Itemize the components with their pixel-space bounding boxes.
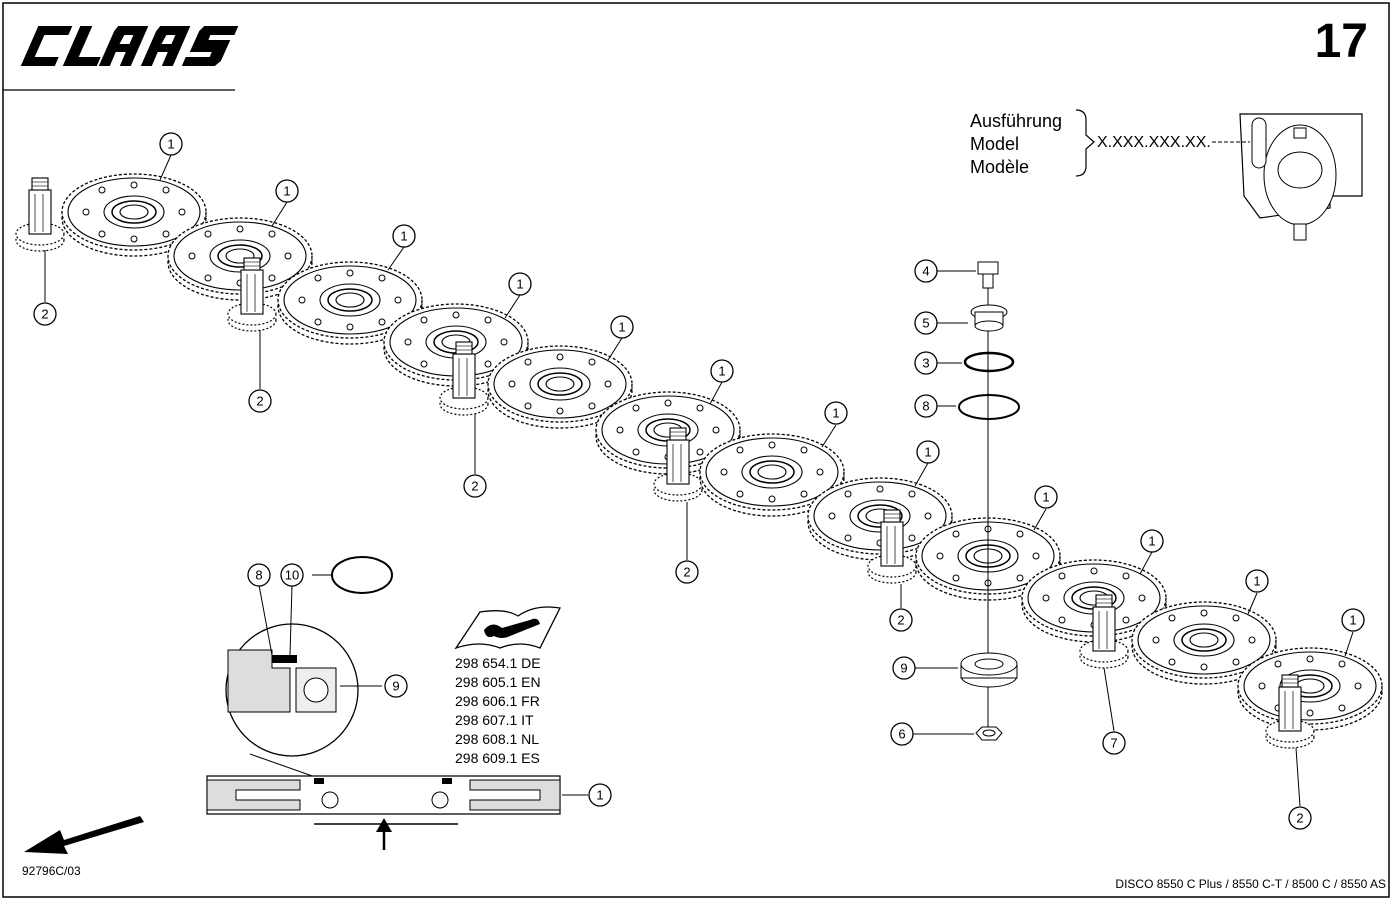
o-ring [958, 394, 1020, 420]
svg-text:1: 1 [283, 184, 290, 199]
svg-text:1: 1 [400, 229, 407, 244]
manual-ref-en: 298 605.1 EN [455, 674, 541, 690]
callout-1: 1 [1341, 608, 1365, 632]
callout-2: 2 [1288, 806, 1312, 830]
callout-1: 1 [275, 179, 299, 203]
callout-3: 3 [914, 351, 938, 375]
svg-text:1: 1 [1253, 574, 1260, 589]
washer [963, 351, 1015, 373]
svg-text:1: 1 [1349, 613, 1356, 628]
svg-text:9: 9 [900, 661, 907, 676]
callout-8: 8 [247, 563, 271, 587]
callout-2: 2 [463, 474, 487, 498]
claas-logo [20, 18, 240, 74]
cutter-plate-icon [1239, 113, 1363, 241]
svg-text:1: 1 [924, 445, 931, 460]
callout-2: 2 [248, 389, 272, 413]
ball-bearing [960, 652, 1018, 688]
svg-text:2: 2 [897, 613, 904, 628]
direction-arrow-icon [24, 816, 144, 854]
footer-model: DISCO 8550 C Plus / 8550 C-T / 8500 C / … [1115, 877, 1386, 891]
section-detail [206, 623, 588, 850]
svg-text:2: 2 [256, 394, 263, 409]
svg-text:2: 2 [1296, 811, 1303, 826]
svg-text:4: 4 [922, 264, 929, 279]
svg-text:1: 1 [596, 788, 603, 803]
callout-1: 1 [710, 359, 734, 383]
label-modele: Modèle [970, 157, 1030, 177]
callout-2: 2 [33, 302, 57, 326]
svg-text:1: 1 [516, 277, 523, 292]
svg-text:5: 5 [922, 316, 929, 331]
callout-9: 9 [892, 656, 916, 680]
svg-text:7: 7 [1110, 736, 1117, 751]
wrench-manual-icon [454, 606, 561, 650]
manual-ref-nl: 298 608.1 NL [455, 731, 540, 747]
callout-2: 2 [675, 560, 699, 584]
model-code: X.XXX.XXX.XX. [1097, 134, 1211, 151]
callout-6: 6 [890, 722, 914, 746]
callout-1: 1 [824, 401, 848, 425]
manual-ref-es: 298 609.1 ES [455, 750, 540, 766]
callout-7: 7 [1102, 731, 1126, 755]
callout-1: 1 [916, 440, 940, 464]
manual-ref-de: 298 654.1 DE [455, 655, 541, 671]
svg-text:8: 8 [255, 568, 262, 583]
callout-1: 1 [508, 272, 532, 296]
svg-text:1: 1 [1042, 490, 1049, 505]
callout-1: 1 [392, 224, 416, 248]
callout-1: 1 [1245, 569, 1269, 593]
pinion-shaft [15, 177, 65, 252]
svg-text:3: 3 [922, 356, 929, 371]
bevel-gear [1237, 647, 1383, 731]
callout-8: 8 [914, 394, 938, 418]
svg-text:2: 2 [683, 565, 690, 580]
svg-text:1: 1 [1148, 534, 1155, 549]
callout-4: 4 [914, 259, 938, 283]
callout-9: 9 [384, 674, 408, 698]
callout-1: 1 [159, 132, 183, 156]
svg-text:6: 6 [898, 727, 905, 742]
callout-10: 10 [280, 563, 304, 587]
manual-ref-fr: 298 606.1 FR [455, 693, 540, 709]
retaining-ring [312, 556, 393, 594]
callout-1: 1 [1140, 529, 1164, 553]
svg-text:1: 1 [167, 137, 174, 152]
label-ausfuhrung: Ausführung [970, 111, 1063, 131]
callout-1: 1 [610, 315, 634, 339]
callout-2: 2 [889, 608, 913, 632]
manual-ref-it: 298 607.1 IT [455, 712, 534, 728]
page-number: 17 [1314, 15, 1368, 68]
svg-text:1: 1 [832, 406, 839, 421]
label-model: Model [970, 134, 1020, 154]
svg-text:1: 1 [618, 320, 625, 335]
cap [970, 304, 1008, 332]
callout-1: 1 [588, 783, 612, 807]
callout-5: 5 [914, 311, 938, 335]
screw [977, 261, 999, 289]
svg-text:1: 1 [718, 364, 725, 379]
drawing-id: 92796C/03 [22, 864, 81, 878]
callout-1: 1 [1034, 485, 1058, 509]
svg-text:9: 9 [392, 679, 399, 694]
svg-text:2: 2 [41, 307, 48, 322]
nut [975, 726, 1003, 741]
manual-reference-list: 298 654.1 DE 298 605.1 EN 298 606.1 FR 2… [455, 654, 541, 768]
model-labels: Ausführung Model Modèle [970, 110, 1062, 179]
logo-icon [20, 26, 239, 66]
svg-text:2: 2 [471, 479, 478, 494]
svg-text:8: 8 [922, 399, 929, 414]
svg-text:10: 10 [285, 568, 299, 583]
